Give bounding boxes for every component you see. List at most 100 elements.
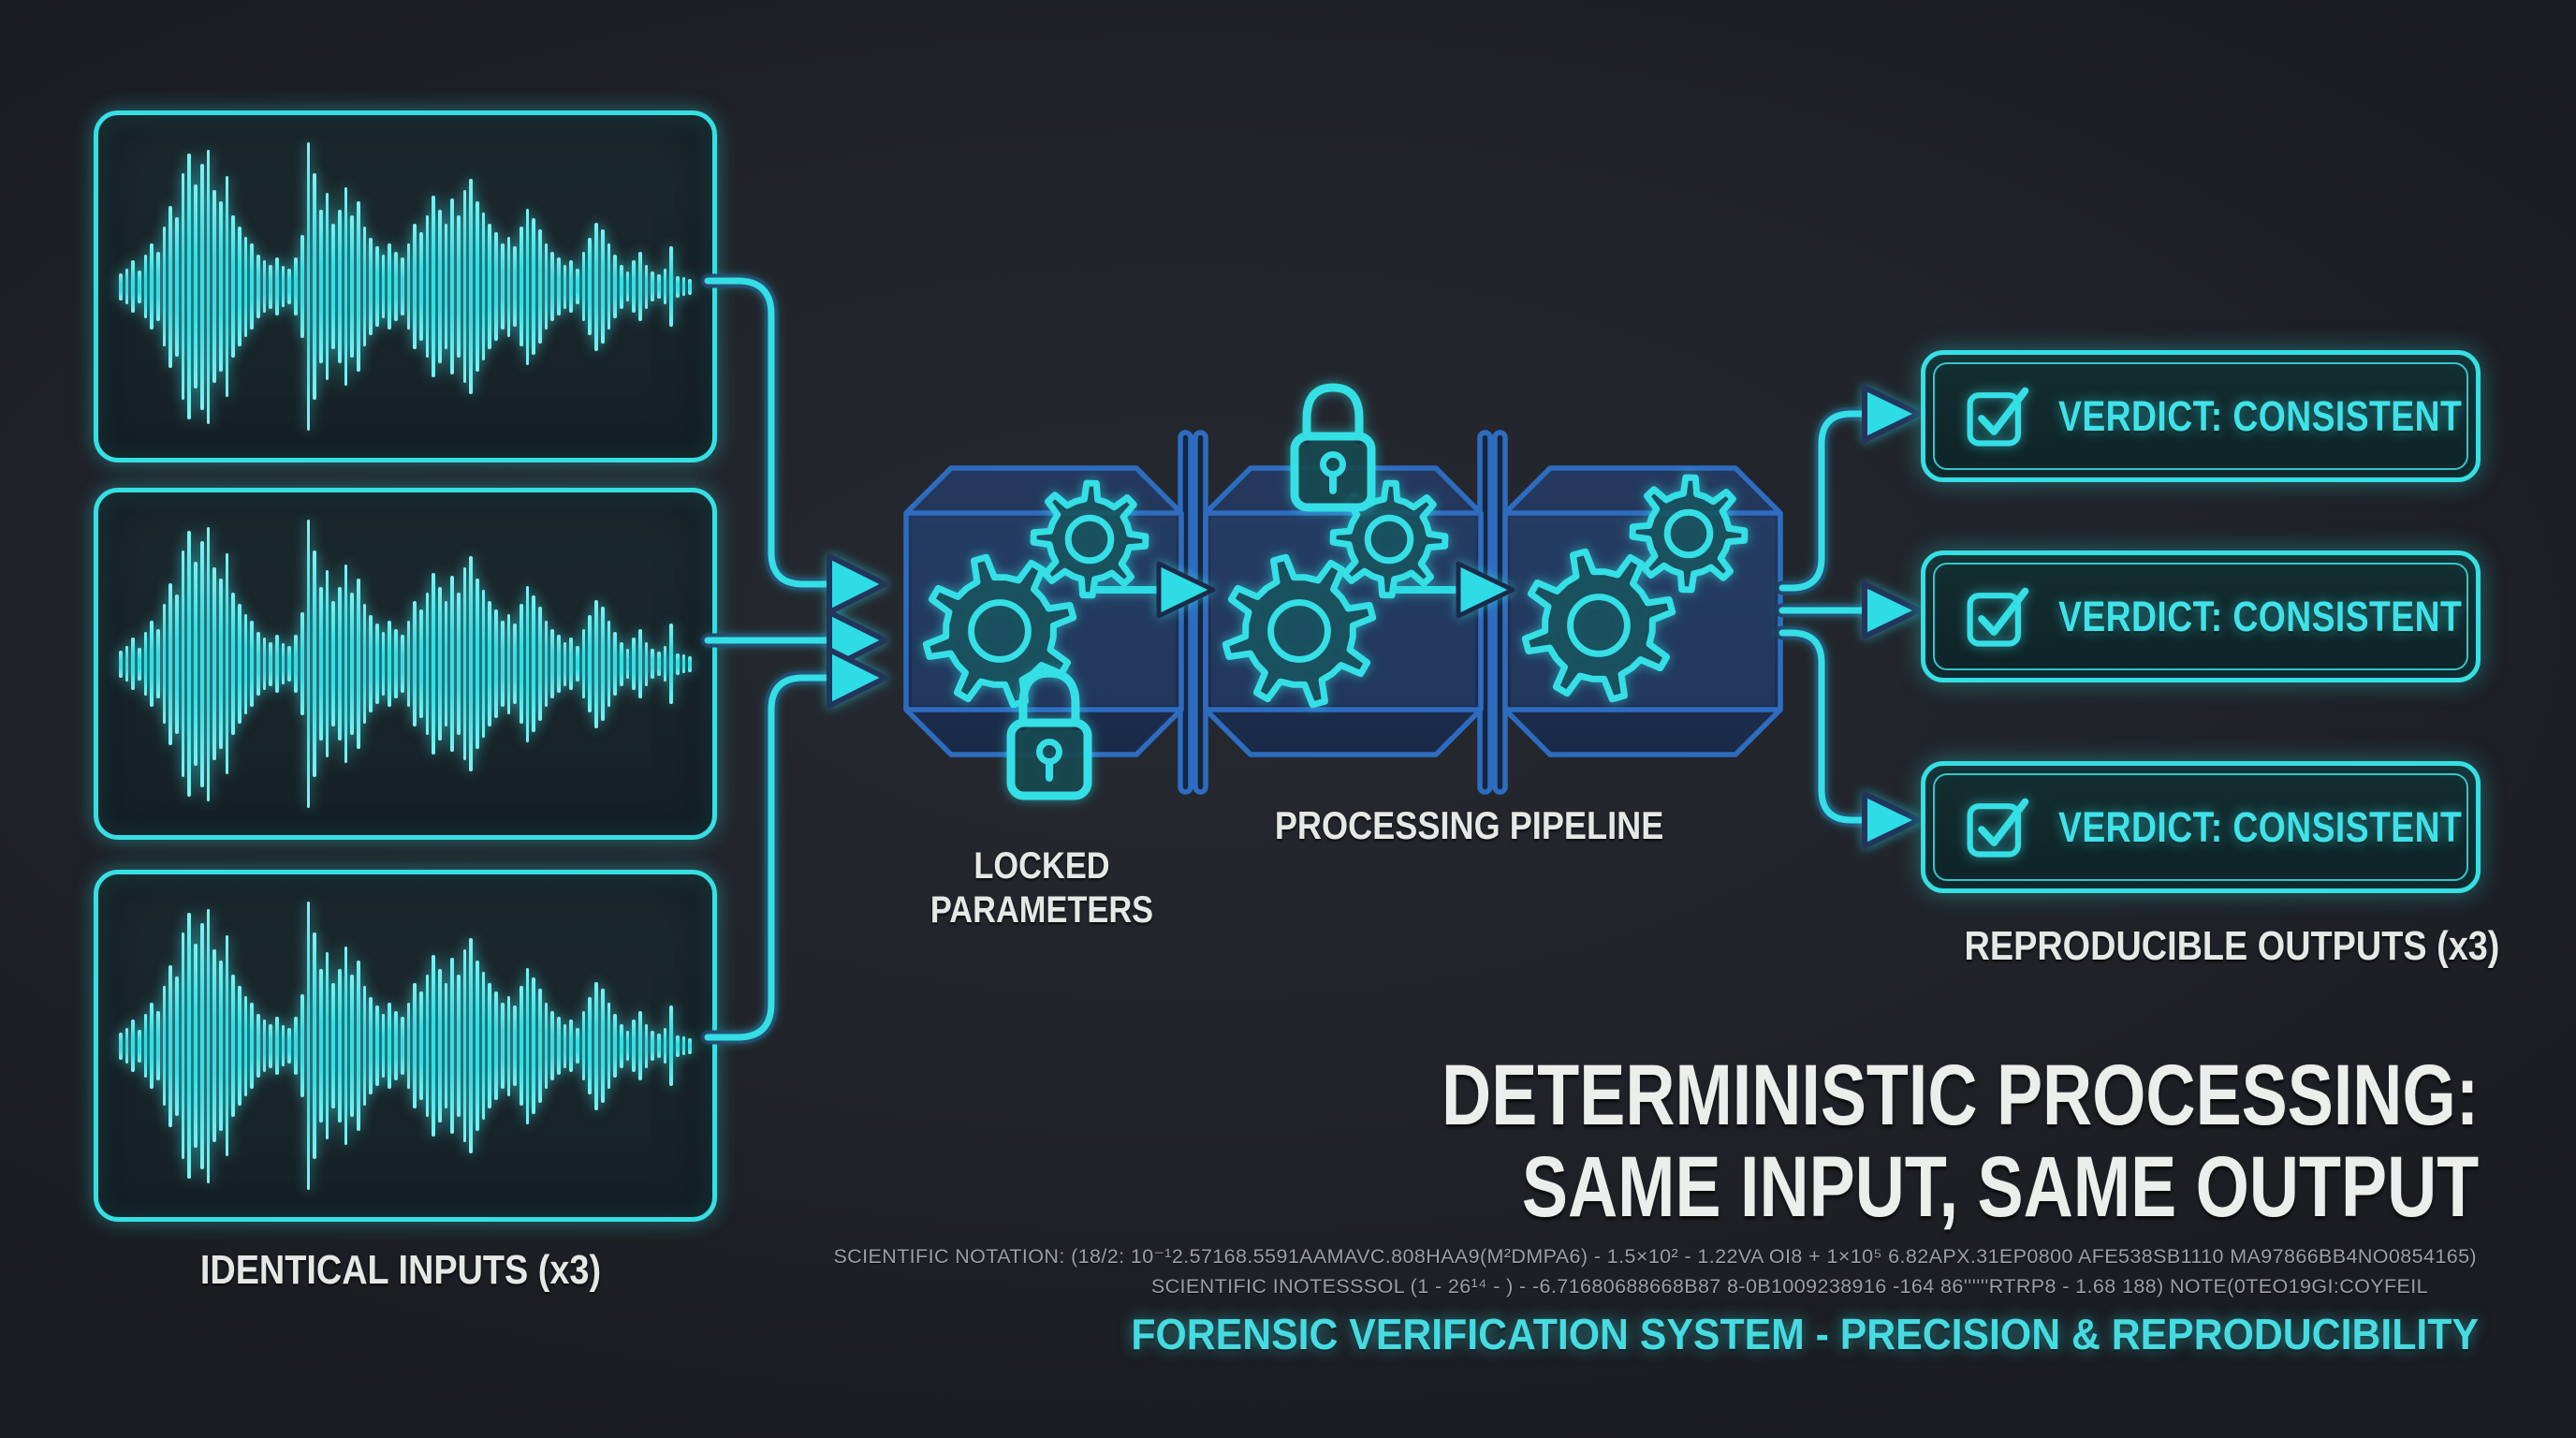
lock-icon-bottom [1006,668,1092,800]
waveform-bar [663,1028,667,1064]
waveform-bar [444,224,448,349]
waveform-bar [632,260,636,313]
headline-line-2: SAME INPUT, SAME OUTPUT [1521,1138,2479,1235]
waveform-bar [544,621,549,707]
waveform-bar [199,922,204,1169]
outputs-label: REPRODUCIBLE OUTPUTS (x3) [1964,923,2500,969]
waveform-bar [418,232,423,341]
waveform-bar [318,587,323,741]
waveform-bar [657,652,661,676]
waveform-bar [476,579,479,749]
waveform-bar [375,624,379,704]
waveform-bar [275,635,279,693]
waveform-bar [488,601,492,726]
waveform-bar [294,1017,298,1075]
checkbox-check-icon [1967,587,2029,647]
waveform-bar [225,553,229,774]
waveform-bar [350,215,354,358]
waveform-bar [569,1020,574,1072]
waveform-bar [413,983,417,1108]
waveform-bar [594,981,598,1110]
verdict-inner-border: VERDICT: CONSISTENT [1933,773,2468,881]
waveform-bar [469,179,474,394]
waveform-bar [313,932,316,1159]
verdict-box-2: VERDICT: CONSISTENT [1921,550,2481,682]
waveform-bar [199,163,204,410]
waveform-bar [344,565,348,763]
waveform-bar [313,173,316,400]
waveform-bar [281,643,285,684]
checkbox-check-icon [1967,387,2029,447]
waveform-bar [369,238,373,335]
waveform-bar [550,629,554,698]
waveform-bar [437,587,442,741]
waveform-bar [143,1014,148,1078]
waveform-bar [131,1020,135,1072]
waveform-bar [243,236,248,337]
waveform-bar [181,550,185,777]
waveform-bar [506,613,511,714]
waveform-bar [300,994,304,1097]
waveform-bar [425,975,430,1117]
waveform-bar [150,1003,154,1089]
waveform-bar [225,176,229,397]
waveform-bar [476,961,479,1131]
waveform-bar [462,949,467,1142]
waveform-bar [676,1034,680,1057]
waveform-bar [418,991,423,1100]
verdict-inner-border: VERDICT: CONSISTENT [1933,362,2468,470]
waveform-bar [325,952,329,1139]
waveform-bar [156,629,160,698]
waveform-bar [406,1003,411,1089]
stage-arrowhead-1 [1156,561,1216,619]
waveform-bar [537,229,542,344]
gear-hole [1567,594,1631,657]
waveform-bar [162,986,167,1106]
input-arrows [700,273,888,1045]
waveform-bar [669,1005,674,1086]
waveform-bar [637,252,642,321]
waveform-bar [206,149,211,424]
waveform-bar [619,1023,623,1068]
output-arrowhead-1 [1862,385,1922,443]
waveform-bar [450,198,454,374]
waveform-bar [532,977,535,1114]
waveform-bar [513,624,517,704]
waveform-bar [651,271,654,301]
waveform-bar [413,601,417,726]
waveform [98,874,712,1217]
input-arrow-3 [704,674,831,1041]
waveform-bar [250,1003,254,1089]
waveform-bar [525,208,530,365]
output-arrows [1775,385,1922,849]
waveform-bar [663,269,667,304]
waveform-bar [600,229,605,344]
waveform [98,115,712,458]
waveform-bar [162,227,167,346]
waveform-bar [306,902,311,1190]
waveform-bar [143,255,148,318]
gear-hole [1364,514,1414,565]
waveform-bar [262,1020,267,1072]
waveform-bar [494,991,498,1100]
waveform-bar [243,613,248,714]
waveform-bar [400,257,404,315]
waveform-bar [350,593,354,735]
waveform-bar [344,946,348,1145]
waveform-bar [462,190,467,383]
waveform-bar [256,255,260,318]
waveform-bar [143,632,148,696]
waveform-bar [394,252,398,321]
waveform-bar [557,257,561,315]
gear-icon [1521,548,1676,703]
waveform-bar [337,587,342,741]
waveform-bar [688,1037,693,1054]
waveform-bar [569,638,574,690]
gear-hole [1064,514,1115,565]
fine-print-line-2: SCIENTIFIC INOTESSSOL (1 - 26¹⁴ - ) - -6… [1150,1275,2428,1299]
verdict-label: VERDICT: CONSISTENT [2058,391,2463,440]
waveform-bar [218,961,223,1131]
waveform-bar [194,562,198,766]
waveform-bar [181,932,185,1159]
waveform-bar [450,576,454,752]
